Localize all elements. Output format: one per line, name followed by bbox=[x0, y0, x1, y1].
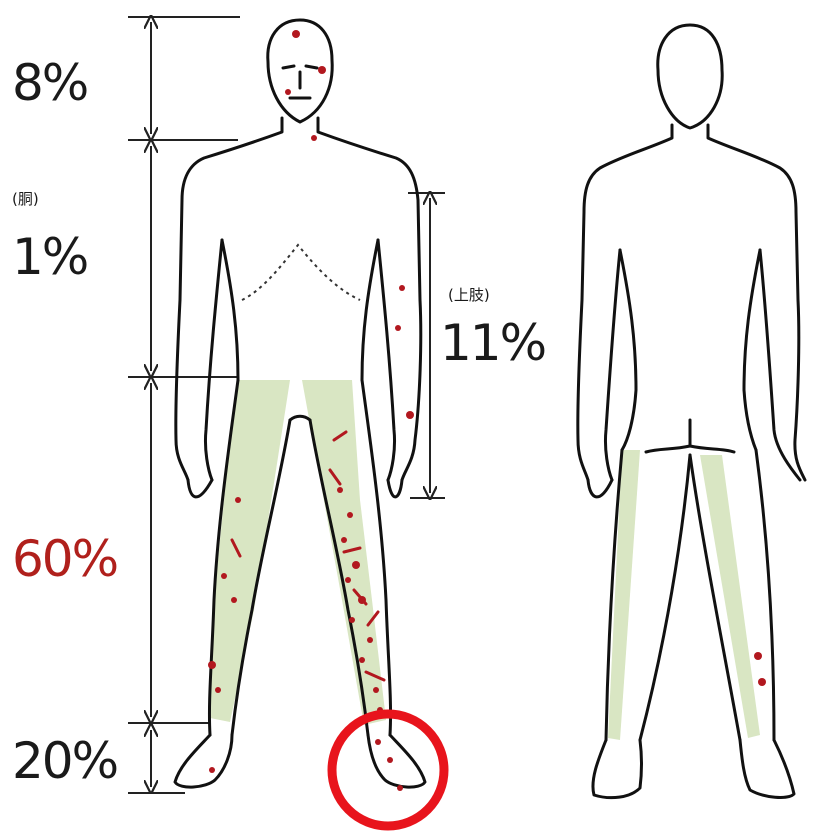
head-percentage: 8% bbox=[12, 58, 87, 108]
trunk-percentage: 1% bbox=[12, 232, 87, 282]
arm-percentage: 11% bbox=[440, 318, 545, 368]
back-body-figure-icon bbox=[578, 25, 805, 798]
foot-percentage: 20% bbox=[12, 736, 117, 786]
leg-percentage: 60% bbox=[12, 534, 117, 584]
arm-note: (上肢) bbox=[448, 288, 490, 303]
front-body-figure-icon bbox=[175, 20, 425, 791]
highlight-circle-icon bbox=[332, 714, 444, 826]
trunk-note: (胴) bbox=[12, 192, 39, 207]
